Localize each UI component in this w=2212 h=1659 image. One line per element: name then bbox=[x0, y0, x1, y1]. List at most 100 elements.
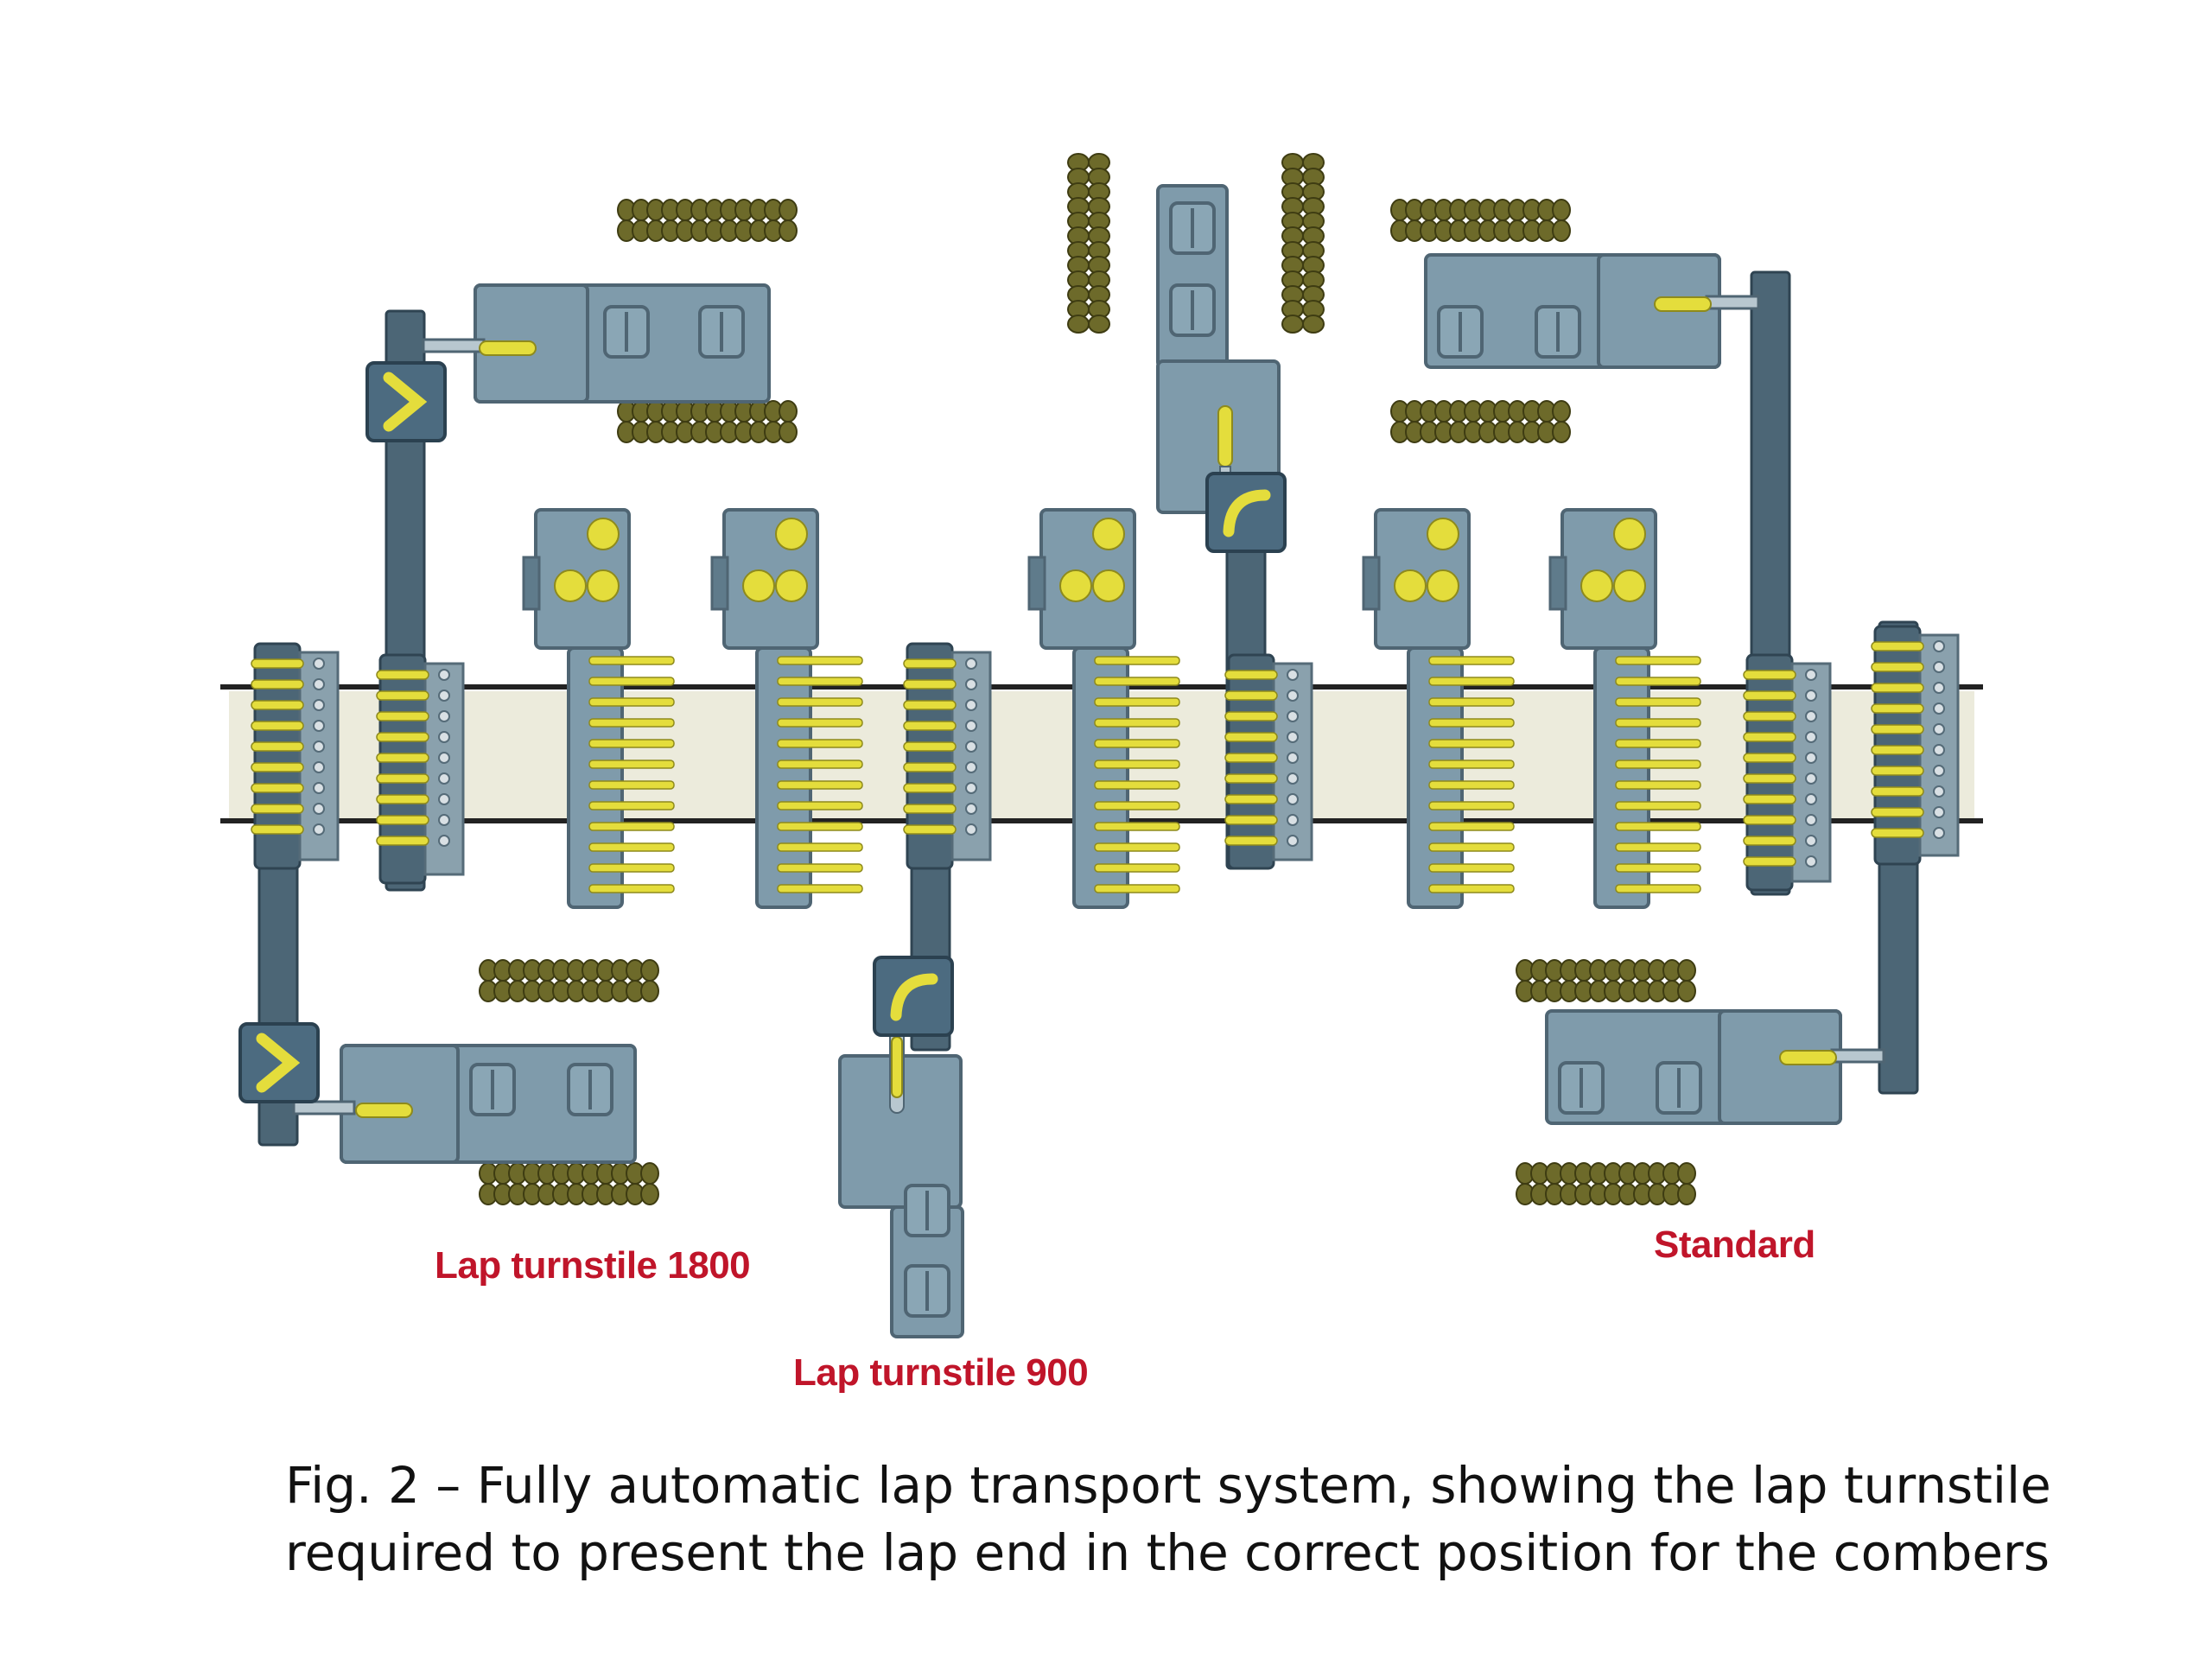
bar bbox=[588, 780, 675, 790]
post-link bbox=[965, 678, 977, 690]
machines-layer bbox=[238, 184, 1885, 1338]
post-bar bbox=[251, 741, 304, 752]
post-bar bbox=[1224, 711, 1278, 721]
post-link bbox=[965, 720, 977, 732]
comber-roller bbox=[1427, 569, 1459, 602]
feeder-arm bbox=[292, 1100, 356, 1116]
bar bbox=[1094, 780, 1180, 790]
bar bbox=[1094, 801, 1180, 810]
feeder-arm bbox=[422, 338, 486, 353]
post-link bbox=[965, 658, 977, 670]
post-bar bbox=[1224, 732, 1278, 742]
post-bar bbox=[1224, 670, 1278, 680]
post-bar bbox=[1743, 836, 1796, 846]
comber-indicator bbox=[587, 518, 620, 550]
bar bbox=[777, 863, 863, 873]
track-post-1 bbox=[251, 642, 340, 870]
post-bar bbox=[1871, 828, 1924, 838]
post-bar bbox=[1743, 815, 1796, 825]
track-posts-layer bbox=[251, 625, 1960, 892]
post-core bbox=[378, 653, 427, 885]
post-link bbox=[313, 720, 325, 732]
post-bar bbox=[251, 700, 304, 710]
bar bbox=[1094, 842, 1180, 852]
post-link bbox=[1933, 765, 1945, 777]
bar bbox=[588, 863, 675, 873]
feeder-indicator bbox=[355, 1103, 413, 1118]
post-link bbox=[438, 814, 450, 826]
label-standard: Standard bbox=[1654, 1224, 1815, 1266]
bar bbox=[588, 842, 675, 852]
post-bar bbox=[1743, 670, 1796, 680]
post-link bbox=[965, 699, 977, 711]
post-core bbox=[1745, 653, 1794, 892]
feeder-arm bbox=[1705, 295, 1760, 310]
bar bbox=[588, 656, 675, 665]
lap-row bbox=[617, 400, 798, 443]
post-bar bbox=[1743, 856, 1796, 867]
bar bbox=[1094, 718, 1180, 728]
post-bar bbox=[376, 732, 429, 742]
post-link bbox=[438, 752, 450, 764]
lap-row bbox=[1390, 199, 1571, 242]
post-link bbox=[965, 761, 977, 773]
post-bar bbox=[376, 836, 429, 846]
bar bbox=[1428, 863, 1515, 873]
post-bar bbox=[251, 762, 304, 772]
lap-feeder-lower-left bbox=[292, 1044, 637, 1164]
turnstile bbox=[365, 361, 447, 442]
post-bar bbox=[1871, 766, 1924, 776]
post-link bbox=[1287, 690, 1299, 702]
turnstile bbox=[1205, 472, 1287, 553]
comber-indicator bbox=[775, 518, 808, 550]
feeder-indicator bbox=[1654, 296, 1712, 312]
post-link bbox=[438, 793, 450, 805]
comber-indicator bbox=[1092, 518, 1125, 550]
comber-roller bbox=[742, 569, 775, 602]
bar bbox=[1615, 780, 1701, 790]
post-link bbox=[1805, 690, 1817, 702]
post-bar bbox=[376, 753, 429, 763]
bar bbox=[1428, 718, 1515, 728]
comber-roller bbox=[1394, 569, 1427, 602]
bar bbox=[1428, 656, 1515, 665]
post-link bbox=[1287, 752, 1299, 764]
comber-indicator bbox=[1427, 518, 1459, 550]
post-bar bbox=[1743, 773, 1796, 784]
post-bar bbox=[251, 783, 304, 793]
post-core bbox=[906, 642, 954, 870]
post-link bbox=[1287, 772, 1299, 785]
post-bar bbox=[1871, 724, 1924, 734]
lap-feeder-upper-right bbox=[1424, 253, 1760, 369]
post-link bbox=[438, 710, 450, 722]
bar bbox=[1428, 739, 1515, 748]
lap-row bbox=[479, 1162, 659, 1205]
lap-feeder-lower-right bbox=[1545, 1009, 1885, 1125]
post-bar bbox=[1871, 662, 1924, 672]
post-bar bbox=[903, 658, 957, 669]
bar bbox=[777, 884, 863, 893]
bar bbox=[588, 677, 675, 686]
post-link bbox=[1805, 855, 1817, 868]
bar bbox=[1615, 656, 1701, 665]
comber-roller bbox=[1613, 569, 1646, 602]
bar bbox=[777, 739, 863, 748]
post-bar bbox=[1871, 703, 1924, 714]
bar bbox=[1094, 884, 1180, 893]
lap-feeder-bottom-center bbox=[838, 1017, 964, 1338]
post-link bbox=[438, 772, 450, 785]
post-link bbox=[1933, 785, 1945, 798]
bar bbox=[1094, 697, 1180, 707]
post-bar bbox=[903, 762, 957, 772]
post-link bbox=[1287, 835, 1299, 847]
post-bar bbox=[376, 794, 429, 804]
bar bbox=[777, 822, 863, 831]
lap-feeder-lower-right-head bbox=[1718, 1009, 1842, 1125]
bar bbox=[777, 718, 863, 728]
post-link bbox=[1805, 814, 1817, 826]
track-post-2 bbox=[376, 653, 465, 885]
bar bbox=[777, 697, 863, 707]
post-bar bbox=[1743, 690, 1796, 701]
bar bbox=[588, 697, 675, 707]
bar bbox=[1428, 677, 1515, 686]
